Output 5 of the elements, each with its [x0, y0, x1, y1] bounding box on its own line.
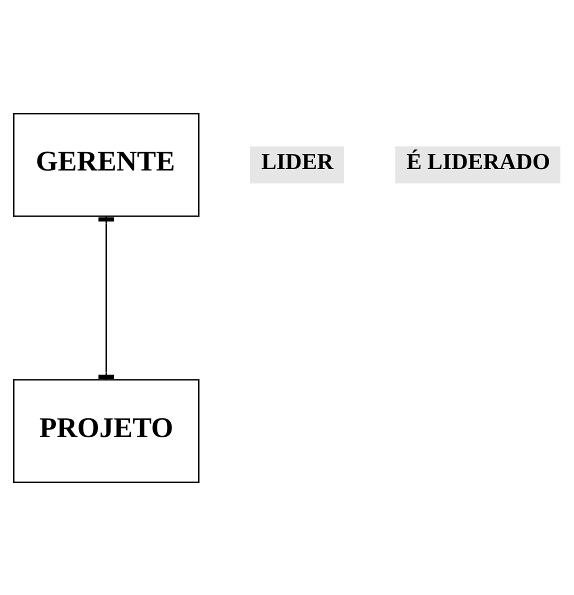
- label: LIDER: [261, 148, 334, 174]
- node-box: GERENTE: [13, 112, 200, 216]
- connector: [98, 216, 114, 380]
- node-box: PROJETO: [13, 378, 200, 483]
- label: É LIDERADO: [406, 148, 550, 174]
